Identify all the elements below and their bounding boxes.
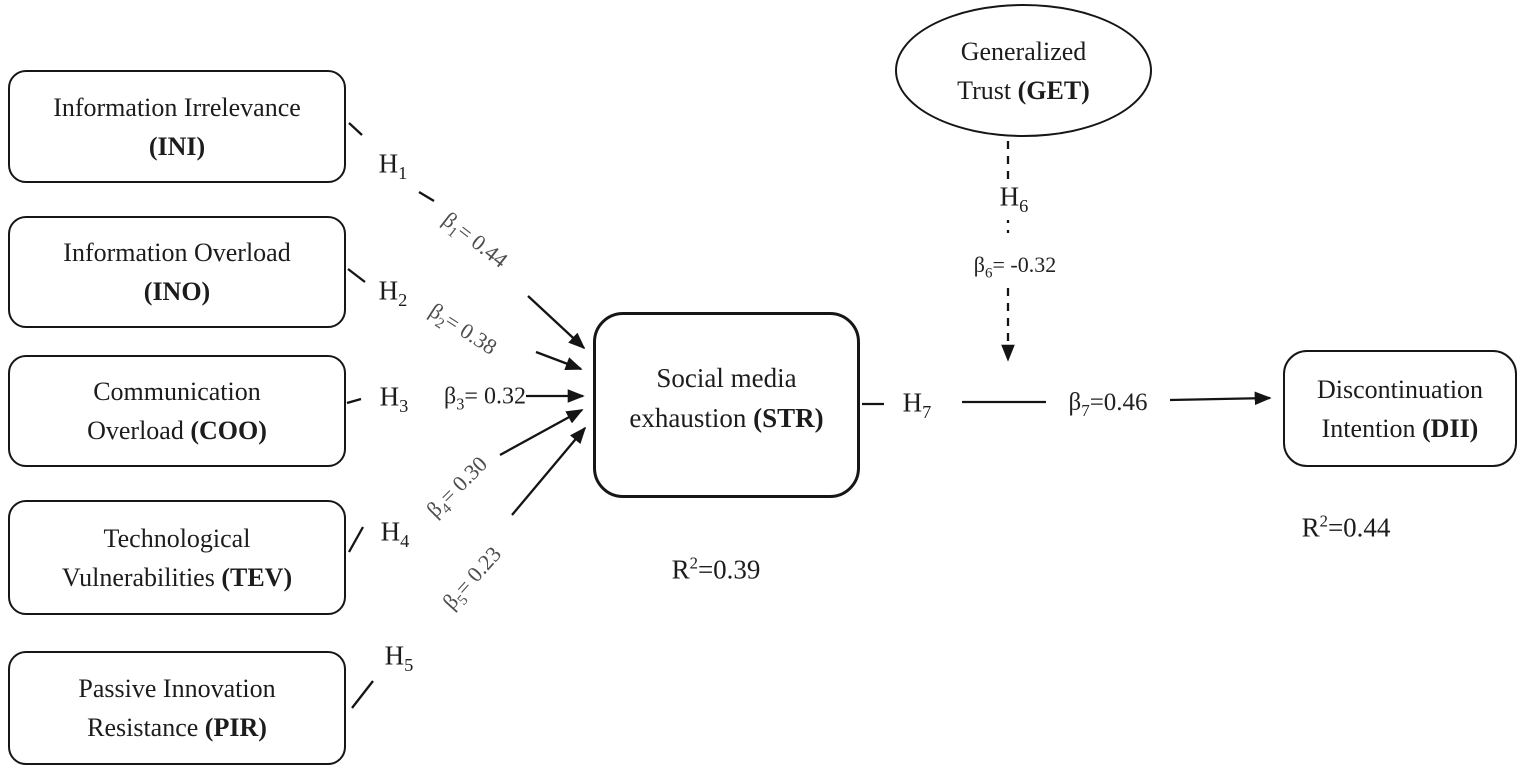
node-get-line2: Trust (GET) <box>957 71 1090 110</box>
node-ino-acronym: (INO) <box>143 277 211 306</box>
node-generalized-trust: Generalized Trust (GET) <box>895 4 1152 137</box>
tick-coo-h3 <box>346 397 362 405</box>
b4-value: = 0.30 <box>434 451 493 509</box>
beta-label-b1: β1= 0.44 <box>437 207 513 274</box>
beta-label-b7: β7=0.46 <box>1068 389 1148 420</box>
beta-label-b3: β3= 0.32 <box>444 383 526 414</box>
hypothesis-label-h4: H4 <box>380 516 410 551</box>
r2-dii-base: R <box>1301 512 1320 543</box>
b7-value: =0.46 <box>1089 389 1148 416</box>
h1-base: H <box>378 148 399 179</box>
r-squared-str: R2=0.39 <box>672 555 761 586</box>
node-information-irrelevance: Information Irrelevance (INI) <box>8 70 346 183</box>
hypothesis-label-h6: H6 <box>999 181 1029 216</box>
node-dii-line2-normal: Intention <box>1321 413 1423 443</box>
r2-dii-sup: 2 <box>1319 511 1328 531</box>
b1-value: = 0.44 <box>452 218 513 273</box>
node-str-line2: exhaustion (STR) <box>629 398 823 439</box>
arrow-h2-ino-str <box>535 350 583 371</box>
node-coo-line1: Communication <box>93 377 261 406</box>
r2-str-value: =0.39 <box>697 554 761 585</box>
b2-value: = 0.38 <box>440 307 502 360</box>
r2-str-base: R <box>671 554 690 585</box>
node-social-media-exhaustion: Social media exhaustion (STR) <box>593 312 860 498</box>
node-get-line2-normal: Trust <box>957 75 1018 105</box>
node-ini-line2: (INI) <box>149 127 205 166</box>
hypothesis-label-h7: H7 <box>902 387 932 422</box>
arrow-h4-tev-str <box>499 408 584 457</box>
node-coo-acronym: (COO) <box>190 416 267 445</box>
node-communication-overload: Communication Overload (COO) <box>8 355 346 467</box>
node-dii-acronym: (DII) <box>1422 413 1479 443</box>
tick-h1-path <box>418 191 435 202</box>
node-ini-acronym: (INI) <box>148 131 206 161</box>
h2-base: H <box>378 275 399 306</box>
beta-label-b2: β2= 0.38 <box>424 298 502 361</box>
h3-base: H <box>379 381 400 412</box>
b7-sym: β <box>1068 389 1082 416</box>
beta-label-b4: β4= 0.30 <box>421 451 492 522</box>
node-str-line2-normal: exhaustion <box>629 403 754 433</box>
node-ini-line1: Information Irrelevance <box>53 92 301 122</box>
b3-sub: 3 <box>456 394 465 414</box>
hypothesis-label-h2: H2 <box>378 275 408 310</box>
r2-str-sup: 2 <box>689 553 698 573</box>
node-str-acronym: (STR) <box>753 403 824 433</box>
node-dii-line1: Discontinuation <box>1316 374 1484 404</box>
node-get-line1: Generalized <box>960 36 1087 66</box>
h5-sub: 5 <box>404 654 414 675</box>
hypothesis-label-h5: H5 <box>384 640 414 675</box>
h4-sub: 4 <box>400 530 410 551</box>
node-information-overload: Information Overload (INO) <box>8 216 346 328</box>
b7-sub: 7 <box>1081 401 1090 420</box>
tick-ino-h2 <box>347 268 366 283</box>
h6-sub: 6 <box>1019 195 1029 216</box>
b3-sym: β <box>444 383 457 410</box>
tick-ini-h1 <box>348 122 363 136</box>
node-discontinuation-intention: Discontinuation Intention (DII) <box>1283 350 1517 467</box>
tick-tev-h4 <box>347 526 365 553</box>
node-str-line1: Social media <box>656 362 797 393</box>
hypothesis-label-h1: H1 <box>378 148 408 183</box>
arrow-h7-str-dii <box>1169 391 1272 406</box>
h2-sub: 2 <box>398 289 408 310</box>
node-coo-line2-normal: Overload <box>87 416 191 445</box>
b6-sub: 6 <box>984 265 993 282</box>
r2-dii-value: =0.44 <box>1327 512 1391 543</box>
node-passive-innovation-resistance: Passive Innovation Resistance (PIR) <box>8 651 346 765</box>
node-dii-line2: Intention (DII) <box>1322 409 1479 448</box>
b3-value: = 0.32 <box>464 383 526 410</box>
node-ino-line2: (INO) <box>144 272 210 311</box>
node-pir-line1: Passive Innovation <box>78 674 276 703</box>
h6-base: H <box>999 181 1020 212</box>
hypothesis-label-h3: H3 <box>379 381 409 416</box>
b6-sym: β <box>973 252 985 277</box>
r-squared-dii: R2=0.44 <box>1302 513 1391 544</box>
h4-base: H <box>380 516 401 547</box>
node-coo-line2: Overload (COO) <box>87 411 267 450</box>
h7-sub: 7 <box>922 401 932 422</box>
node-pir-acronym: (PIR) <box>204 713 267 742</box>
node-pir-line2-normal: Resistance <box>87 713 205 742</box>
h3-sub: 3 <box>399 395 409 416</box>
beta-label-b5: β5= 0.23 <box>437 541 507 614</box>
h5-base: H <box>384 640 405 671</box>
node-tev-line2: Vulnerabilities (TEV) <box>62 558 292 597</box>
node-technological-vulnerabilities: Technological Vulnerabilities (TEV) <box>8 500 346 615</box>
node-pir-line2: Resistance (PIR) <box>87 708 267 747</box>
node-get-acronym: (GET) <box>1017 75 1090 105</box>
beta-label-b6: β6= -0.32 <box>973 252 1057 282</box>
tick-pir-h5 <box>351 680 374 709</box>
node-ino-line1: Information Overload <box>63 238 291 267</box>
b5-value: = 0.23 <box>449 541 507 601</box>
node-tev-line1: Technological <box>103 523 251 553</box>
b6-value: = -0.32 <box>992 252 1057 277</box>
arrow-h5-pir-str <box>511 426 587 516</box>
arrow-h1-ini-str <box>527 295 586 350</box>
node-tev-acronym: (TEV) <box>221 562 293 592</box>
h1-sub: 1 <box>398 162 408 183</box>
node-tev-line2-normal: Vulnerabilities <box>61 562 222 592</box>
h7-base: H <box>902 387 923 418</box>
